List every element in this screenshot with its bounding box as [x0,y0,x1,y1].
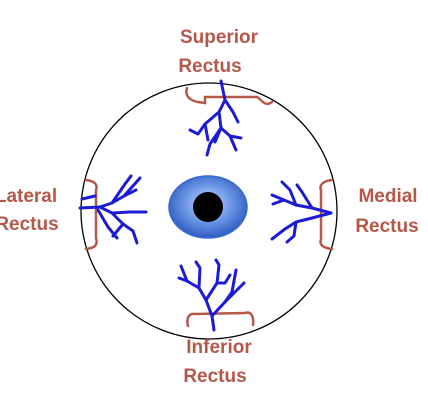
lateral-rectus-label-line2: Rectus [0,214,59,235]
inferior-rectus-label-line1: Inferior [186,337,252,358]
inferior-rectus-insertion [186,311,255,328]
superior-rectus-insertion [185,86,274,106]
pupil [193,192,223,222]
superior-rectus-label-line1: Superior [180,27,259,48]
superior-vessels [188,79,243,157]
medial-vessels [270,180,333,244]
inferior-rectus-label-line2: Rectus [183,366,246,387]
medial-rectus-label-line2: Rectus [355,216,418,237]
inferior-vessels [177,258,246,332]
lateral-vessels [78,174,148,245]
lateral-rectus-insertion [84,178,98,251]
medial-rectus-label-line1: Medial [358,186,417,207]
lateral-rectus-label-line1: Lateral [0,186,57,207]
superior-rectus-label-line2: Rectus [178,56,241,77]
